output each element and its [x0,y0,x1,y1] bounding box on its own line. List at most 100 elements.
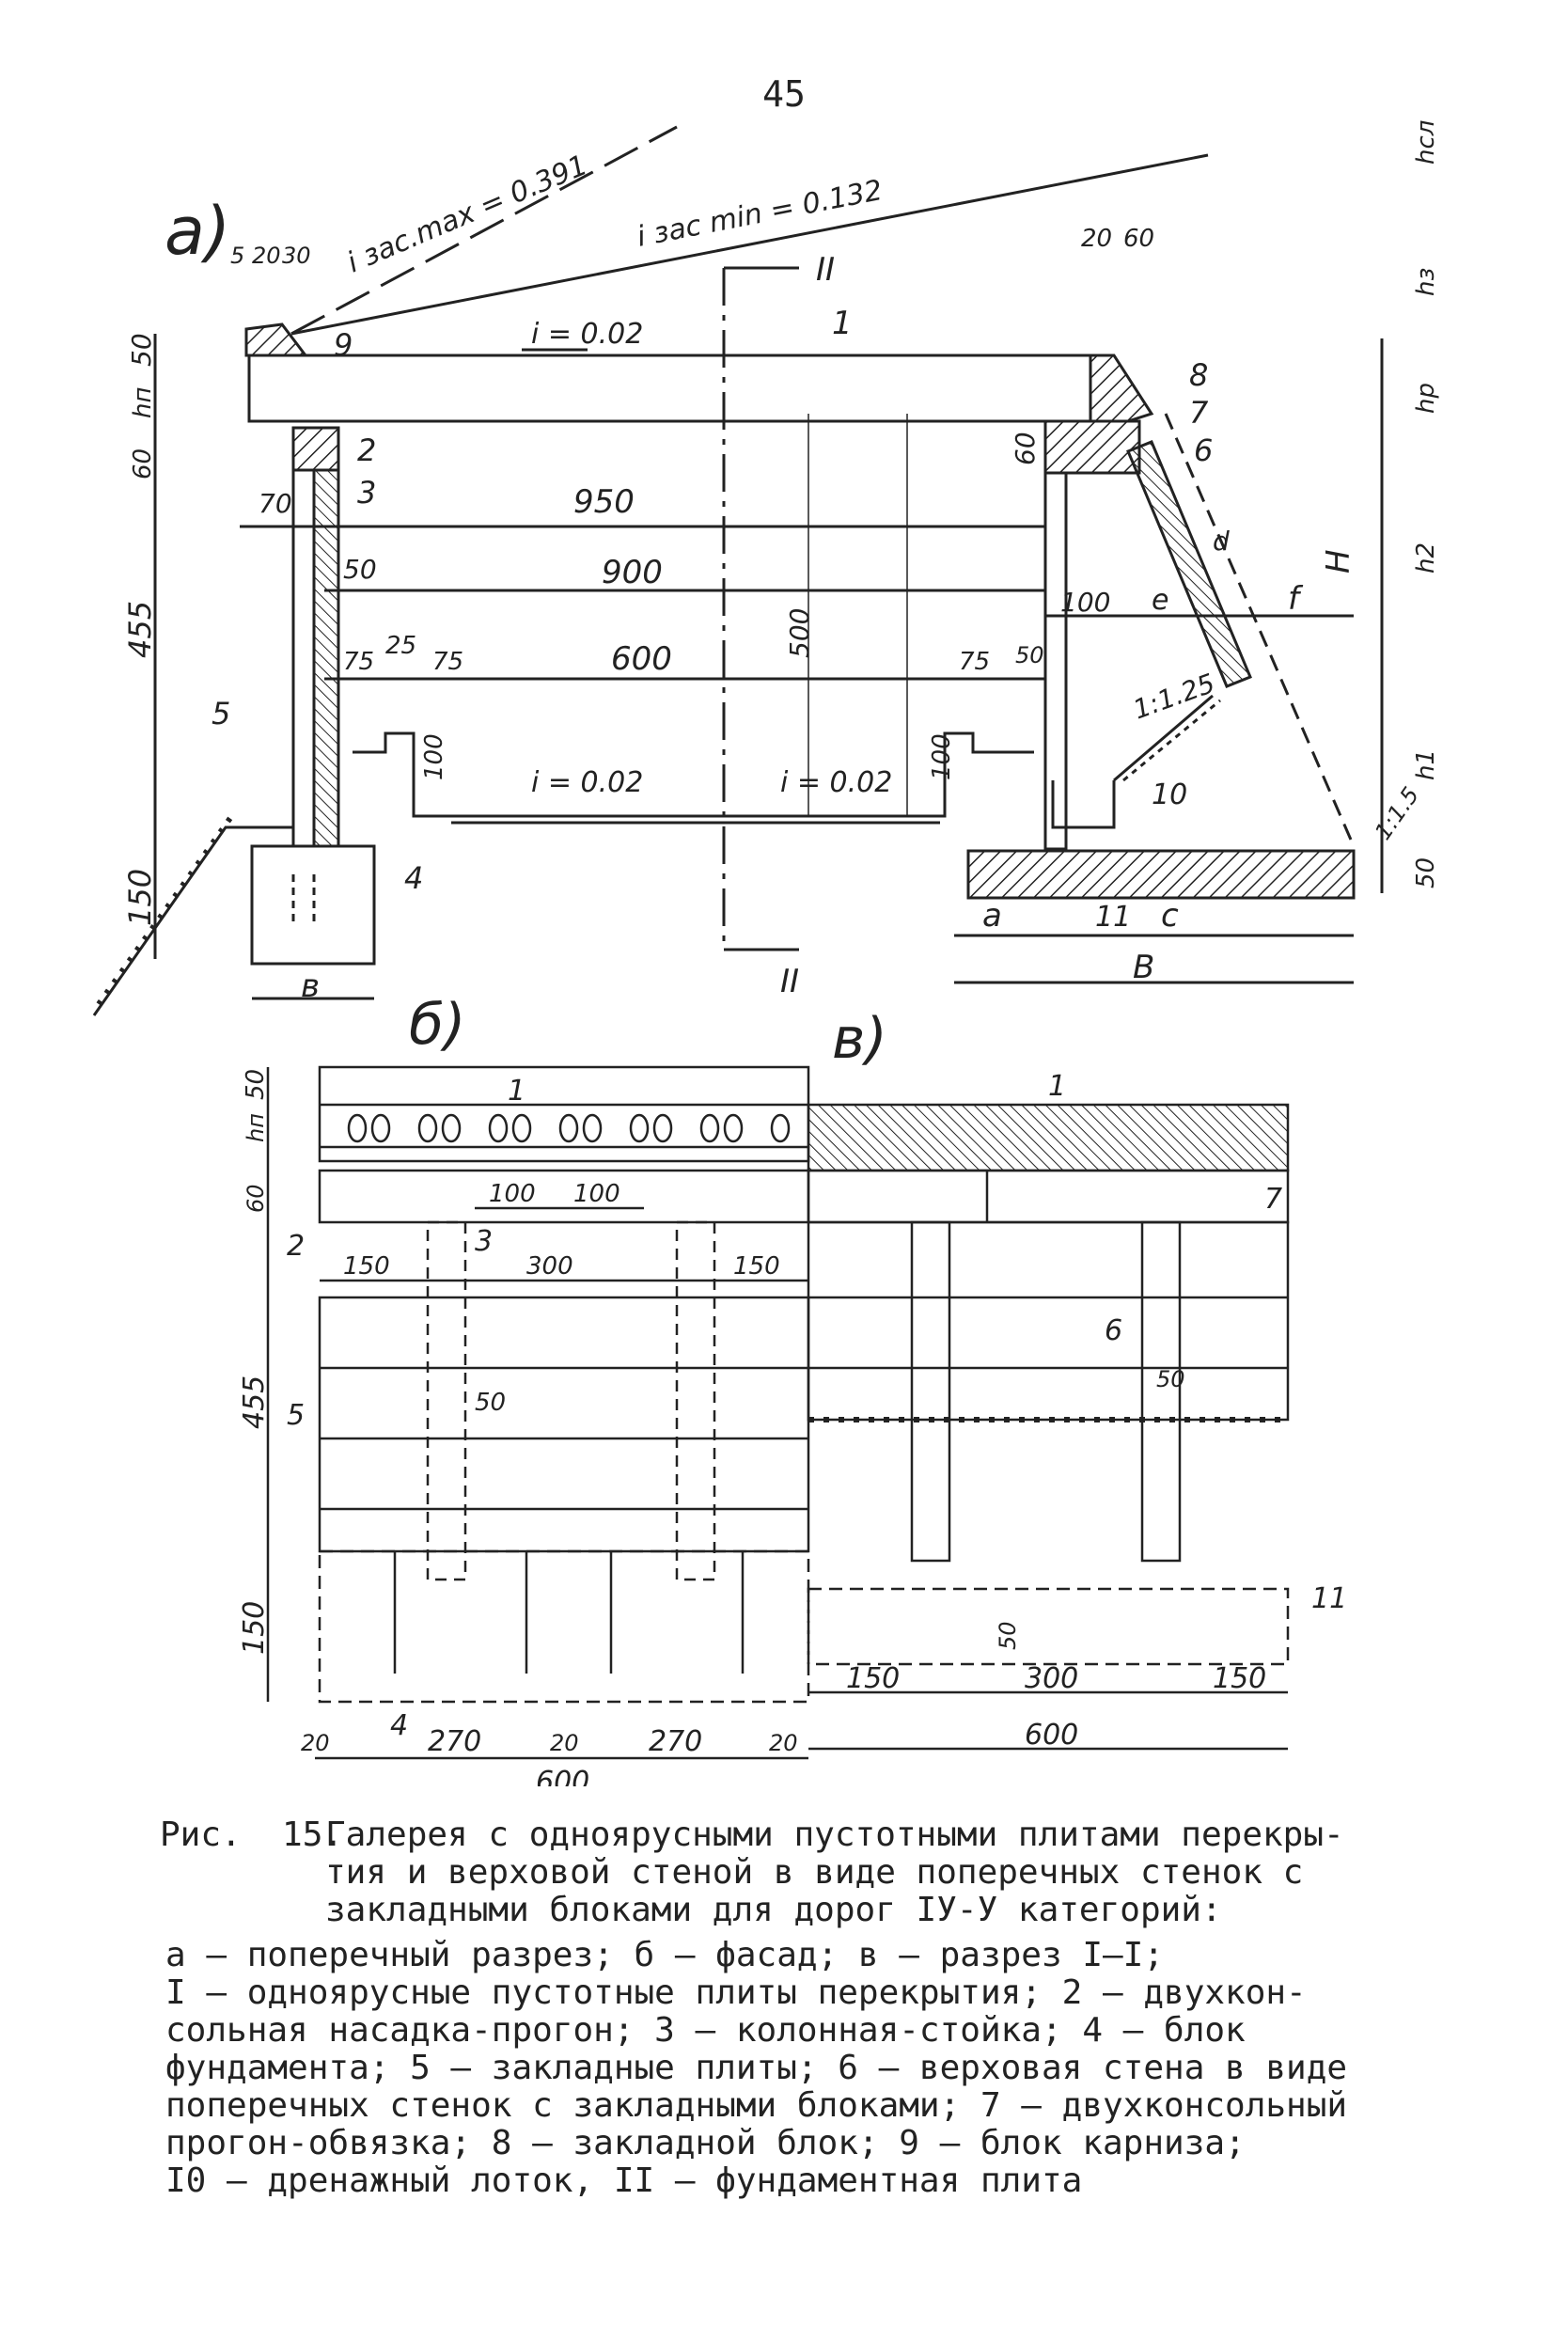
svg-text:H: H [1320,549,1357,574]
svg-text:150: 150 [733,1252,780,1281]
svg-text:455: 455 [122,601,158,658]
svg-text:150: 150 [122,869,158,926]
svg-text:60: 60 [1123,225,1154,253]
section-b: б) 50 hп 60 455 150 [238,992,810,1786]
svg-text:a: a [982,897,1002,935]
facade-cap [318,1169,810,1224]
svg-text:3: 3 [475,1225,493,1258]
svg-text:2: 2 [287,1230,305,1263]
svg-text:II: II [816,251,835,289]
svg-text:50: 50 [475,1389,506,1417]
cornice-block [244,322,309,357]
svg-text:20: 20 [769,1730,798,1756]
panel-label-b: б) [409,992,465,1058]
svg-text:50: 50 [242,1069,270,1100]
section-plate [807,1587,1290,1666]
svg-text:8: 8 [1189,357,1208,393]
floor-line [353,731,1034,818]
svg-text:900: 900 [602,554,663,591]
svg-text:1: 1 [1048,1070,1066,1103]
svg-text:60: 60 [243,1184,269,1213]
svg-text:600: 600 [1025,1719,1078,1752]
svg-text:100: 100 [928,733,956,780]
hollow-cores [347,1113,791,1143]
roof-slope-label: i = 0.02 [531,318,643,351]
svg-text:270: 270 [649,1725,702,1758]
svg-text:1: 1 [832,305,853,342]
svg-text:50: 50 [126,333,157,367]
svg-text:60: 60 [1010,432,1041,465]
svg-text:7: 7 [1189,395,1209,431]
svg-text:1:1.5: 1:1.5 [1370,782,1424,844]
svg-text:60: 60 [129,448,157,479]
svg-text:4: 4 [390,1709,408,1742]
svg-text:50: 50 [1156,1366,1185,1392]
foundation-block [250,844,376,966]
svg-text:в: в [301,967,320,1005]
svg-text:10: 10 [1152,778,1187,811]
svg-text:7: 7 [1264,1183,1282,1216]
svg-text:600: 600 [611,640,672,678]
section-a: а) i зас.max = 0.391 i зас min = 0.132 i… [92,120,1440,1016]
right-cap-beam [1043,419,1141,475]
cap-beam [291,426,340,472]
svg-text:500: 500 [784,608,815,658]
svg-text:100: 100 [1060,587,1110,618]
svg-text:300: 300 [1025,1662,1078,1695]
upper-wall [1126,440,1252,688]
svg-text:100: 100 [420,733,448,780]
svg-text:h1: h1 [1412,749,1440,780]
svg-text:hр: hр [1412,383,1440,414]
svg-text:1:1.25: 1:1.25 [1129,668,1218,726]
legend-line: прогон-обвязка; 8 – закладной блок; 9 – … [165,2124,1246,2162]
svg-text:25: 25 [385,632,416,660]
svg-text:70: 70 [259,488,292,519]
cross-wall [910,1220,951,1563]
svg-text:5: 5 [212,696,230,731]
legend-line: поперечных стенок с закладными блоками; … [165,2086,1348,2125]
svg-text:75: 75 [959,648,990,676]
svg-text:455: 455 [238,1375,271,1429]
svg-text:В: В [1133,949,1154,986]
slope-max-label: i зас.max = 0.391 [342,149,592,279]
figure-title: Галерея с одноярусными пустотными плитам… [325,1816,1344,1929]
svg-text:II: II [780,963,799,1000]
svg-text:6: 6 [1105,1314,1122,1347]
svg-text:20: 20 [252,243,281,269]
svg-text:150: 150 [343,1252,390,1281]
svg-text:3: 3 [357,475,376,511]
svg-text:600: 600 [536,1766,589,1786]
legend-line: а – поперечный разрез; б – фасад; в – ра… [165,1936,1165,1974]
cross-wall-2 [1140,1220,1182,1563]
legend-line: I0 – дренажный лоток, II – фундаментная … [165,2161,1083,2200]
svg-text:hп: hп [129,387,157,418]
panel-label-v: в) [832,1006,887,1072]
slope-line-min [290,153,1209,336]
legend-line: фундамента; 5 – закладные плиты; 6 – вер… [165,2049,1348,2087]
slope-line-max [290,125,678,336]
svg-text:f: f [1288,580,1304,618]
svg-text:hз: hз [1412,268,1440,296]
svg-text:950: 950 [573,483,635,521]
svg-text:1: 1 [508,1075,525,1108]
svg-text:4: 4 [404,860,423,896]
right-column [1043,471,1068,851]
svg-text:150: 150 [846,1662,900,1695]
svg-text:h2: h2 [1412,542,1440,574]
svg-text:c: c [1161,897,1179,935]
svg-text:75: 75 [432,648,463,676]
svg-text:i = 0.02: i = 0.02 [780,766,892,799]
panel-label-a: а) [165,193,230,270]
svg-text:20: 20 [1081,225,1112,253]
svg-text:hп: hп [243,1113,269,1142]
page-number: 45 [762,73,806,115]
svg-text:300: 300 [526,1252,573,1281]
svg-text:11: 11 [1095,901,1131,934]
svg-text:i = 0.02: i = 0.02 [531,766,643,799]
svg-text:5: 5 [230,243,244,269]
svg-text:270: 270 [428,1725,481,1758]
svg-text:e: e [1152,584,1168,617]
svg-text:50: 50 [995,1621,1021,1650]
svg-text:5: 5 [287,1399,305,1432]
title-line: закладными блоками для дорог IУ-У катего… [325,1891,1222,1929]
